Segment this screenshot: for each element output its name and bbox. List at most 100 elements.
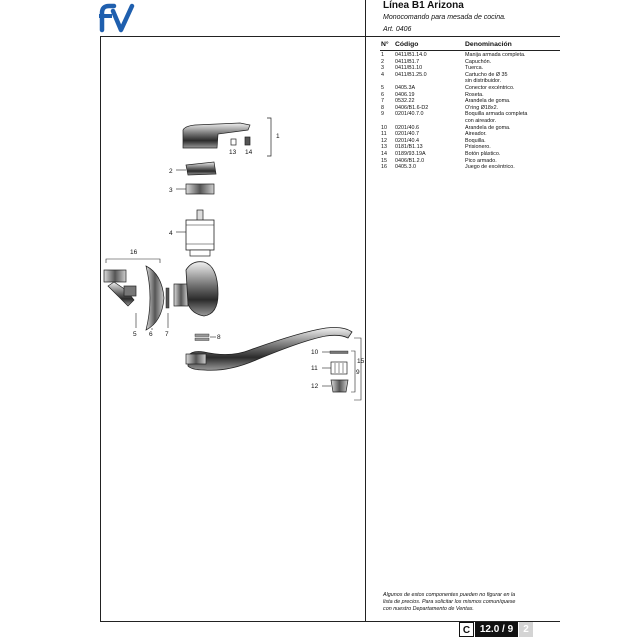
part-number: 16 [381, 164, 387, 171]
table-row: 14 0189/93.19A Botón plástico. [381, 151, 561, 158]
part-number: 4 [381, 71, 384, 78]
label-1: 1 [276, 133, 280, 140]
bottom-rule [100, 621, 560, 622]
handle-part [182, 117, 272, 157]
document-title: Línea B1 Arizona [383, 0, 464, 11]
part-code: 0406/B1.2.0 [395, 157, 425, 164]
part-code: 0411/B1.7 [395, 58, 420, 65]
part-number: 12 [381, 137, 387, 144]
eccentric-connector-part [103, 269, 137, 328]
part-number: 10 [381, 124, 387, 131]
column-header-description: Denominación [465, 41, 512, 48]
label-6: 6 [149, 331, 153, 338]
footnote-line: Algunos de estos componentes pueden no f… [383, 592, 516, 598]
part-code: 0411/B1.25.0 [395, 71, 427, 78]
rubber-washer-part [165, 287, 170, 328]
table-row: 6 0406.19 Roseta. [381, 92, 561, 99]
rosette-part [145, 265, 165, 331]
part-number: 11 [381, 131, 387, 138]
part-description: Aireador. [465, 131, 487, 138]
part-description: Conector excéntrico. [465, 84, 515, 91]
column-header-code: Código [395, 41, 419, 48]
label-7: 7 [165, 331, 169, 338]
part-description: Arandela de goma. [465, 124, 511, 131]
label-8: 8 [217, 334, 221, 341]
part-number: 7 [381, 98, 384, 105]
document-header: Línea B1 Arizona Monocomando para mesada… [383, 0, 613, 35]
nozzle-part [322, 379, 349, 393]
part-code: 0406.19 [395, 91, 415, 98]
faucet-body-part [173, 261, 219, 317]
label-16: 16 [130, 249, 138, 256]
bracket-9 [351, 350, 356, 393]
part-description-continued: con aireador. [465, 117, 497, 124]
plastic-button-part [244, 136, 251, 146]
part-code: 0406/B1.6-D2 [395, 104, 429, 111]
part-description: Manija armada completa. [465, 52, 526, 58]
part-number: 5 [381, 84, 384, 91]
label-10: 10 [311, 349, 319, 356]
part-description: Boquilla. [465, 137, 486, 144]
table-header-rule [380, 50, 560, 51]
part-description: Boquilla armada completa [465, 111, 528, 118]
part-code: 0405.3A [395, 84, 416, 91]
label-3: 3 [169, 187, 173, 194]
label-5: 5 [133, 331, 137, 338]
footnote: Algunos de estos componentes pueden no f… [383, 592, 553, 613]
part-code: 0201/40.6 [395, 124, 419, 131]
exploded-diagram: 1 13 14 2 3 4 16 5 6 7 [103, 117, 365, 401]
table-row: 15 0406/B1.2.0 Pico armado. [381, 158, 561, 165]
part-code: 0405.3.0 [395, 164, 416, 171]
left-rule [100, 36, 101, 622]
part-number: 15 [381, 157, 387, 164]
part-code: 0189/93.19A [395, 150, 426, 157]
label-12: 12 [311, 383, 319, 390]
part-number: 13 [381, 144, 387, 151]
part-code: 0411/B1.10 [395, 65, 423, 72]
part-description: Capuchón. [465, 58, 492, 65]
set-screw-part [230, 138, 237, 146]
oring-part [194, 333, 216, 341]
document-subtitle: Monocomando para mesada de cocina. [383, 14, 506, 21]
label-4: 4 [169, 230, 173, 237]
section-letter: C [459, 622, 474, 637]
cartridge-part [176, 209, 215, 257]
part-description: Botón plástico. [465, 150, 501, 157]
label-14: 14 [245, 149, 253, 156]
table-row: 10 0201/40.6 Arandela de goma. [381, 125, 561, 132]
label-2: 2 [169, 168, 173, 175]
part-description: Juego de excéntrico. [465, 164, 515, 171]
column-divider [365, 0, 366, 622]
table-row: 11 0201/40.7 Aireador. [381, 131, 561, 138]
part-number: 8 [381, 104, 384, 111]
table-row-continuation: sin distribuidor. [381, 78, 561, 85]
part-number: 1 [381, 52, 384, 58]
part-description: Roseta. [465, 91, 484, 98]
part-code: 0411/B1.14.0 [395, 52, 427, 58]
page-code: 12.0 / 9 [475, 622, 518, 637]
part-description: Prisionero. [465, 144, 491, 151]
bracket-16 [105, 258, 161, 263]
part-number: 6 [381, 91, 384, 98]
table-row: 12 0201/40.4 Boquilla. [381, 138, 561, 145]
spout-washer-part [322, 350, 349, 354]
part-code: 0201/40.7 [395, 131, 419, 138]
cap-part [176, 161, 217, 176]
part-description: Pico armado. [465, 157, 497, 164]
table-row-continuation: con aireador. [381, 118, 561, 125]
table-row: 5 0405.3A Conector excéntrico. [381, 85, 561, 92]
part-number: 14 [381, 150, 387, 157]
part-number: 3 [381, 65, 384, 72]
part-number: 9 [381, 111, 384, 118]
part-code: 0201/40.4 [395, 137, 419, 144]
label-15: 15 [357, 358, 365, 365]
top-rule [100, 36, 560, 37]
